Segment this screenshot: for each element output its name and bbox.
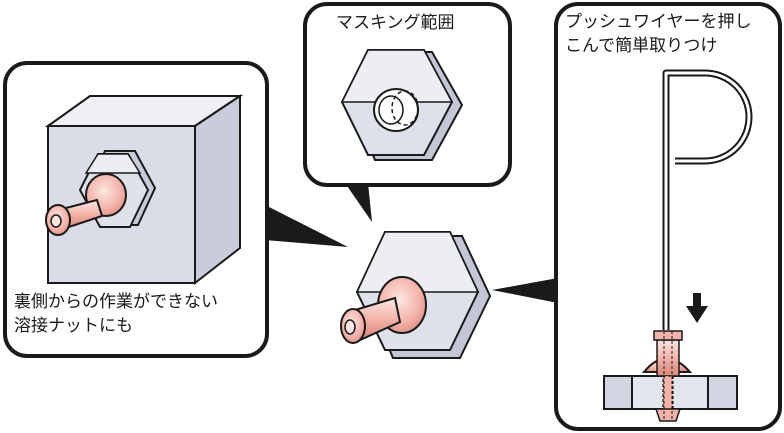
- left-callout-pointer: [265, 205, 348, 247]
- down-arrow-icon: [686, 293, 708, 323]
- top-callout: [303, 2, 512, 222]
- right-callout: [492, 2, 782, 431]
- right-callout-line-1: プッシュワイヤーを押し: [565, 12, 752, 32]
- left-callout: [3, 61, 348, 358]
- masking-plug-icon: [45, 198, 104, 236]
- top-callout-pointer: [345, 183, 372, 222]
- hex-nut-icon: [355, 231, 492, 359]
- top-callout-title: マスキング範囲: [336, 13, 455, 33]
- masking-plug-icon: [641, 330, 693, 422]
- hex-nut-icon: [340, 49, 464, 161]
- right-callout-line-2: こんで簡単取りつけ: [565, 36, 718, 56]
- left-callout-line-2: 溶接ナットにも: [14, 316, 133, 336]
- masking-plug-icon: [340, 296, 402, 344]
- left-callout-line-1: 裏側からの作業ができない: [14, 292, 218, 312]
- center-product: [340, 231, 492, 359]
- right-callout-pointer: [492, 278, 558, 303]
- hex-nut-icon: [78, 150, 157, 228]
- wire-hook-icon: [662, 69, 753, 330]
